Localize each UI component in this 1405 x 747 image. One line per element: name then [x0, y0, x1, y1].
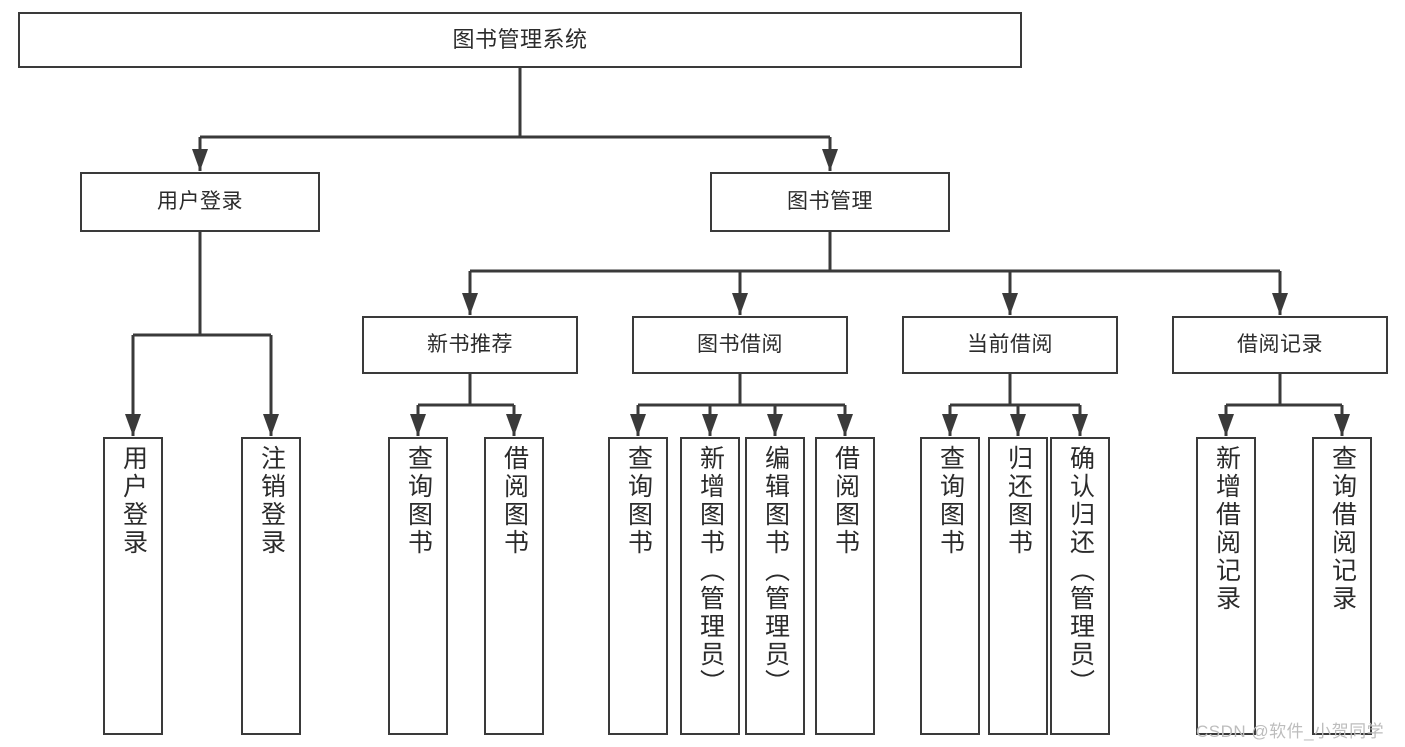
node-leaf-query-book-1[interactable]: 查询图书	[388, 437, 448, 735]
node-leaf-query-record[interactable]: 查询借阅记录	[1312, 437, 1372, 735]
node-label: 图书管理系统	[452, 27, 588, 53]
node-label: 新增图书（管理员）	[696, 445, 725, 697]
node-label: 查询借阅记录	[1328, 445, 1357, 613]
node-leaf-add-record[interactable]: 新增借阅记录	[1196, 437, 1256, 735]
node-label: 查询图书	[936, 445, 965, 557]
node-current-borrow[interactable]: 当前借阅	[902, 316, 1118, 374]
node-leaf-query-book-3[interactable]: 查询图书	[920, 437, 980, 735]
node-label: 当前借阅	[967, 332, 1053, 356]
node-leaf-query-book-2[interactable]: 查询图书	[608, 437, 668, 735]
node-leaf-borrow-book-1[interactable]: 借阅图书	[484, 437, 544, 735]
node-borrow-record[interactable]: 借阅记录	[1172, 316, 1388, 374]
node-label: 查询图书	[404, 445, 433, 557]
node-leaf-return-book[interactable]: 归还图书	[988, 437, 1048, 735]
node-label: 借阅图书	[831, 445, 860, 557]
node-new-book-recommend[interactable]: 新书推荐	[362, 316, 578, 374]
node-label: 图书管理	[787, 189, 873, 213]
node-label: 归还图书	[1004, 445, 1033, 557]
node-label: 借阅记录	[1237, 332, 1323, 356]
node-label: 查询图书	[624, 445, 653, 557]
node-label: 图书借阅	[697, 332, 783, 356]
node-label: 确认归还（管理员）	[1066, 445, 1095, 697]
node-book-borrow[interactable]: 图书借阅	[632, 316, 848, 374]
node-leaf-user-login[interactable]: 用户登录	[103, 437, 163, 735]
node-book-manage[interactable]: 图书管理	[710, 172, 950, 232]
node-label: 用户登录	[119, 445, 148, 557]
node-label: 用户登录	[157, 189, 243, 213]
node-leaf-edit-book[interactable]: 编辑图书（管理员）	[745, 437, 805, 735]
node-user-login[interactable]: 用户登录	[80, 172, 320, 232]
node-label: 注销登录	[257, 445, 286, 557]
node-leaf-logout[interactable]: 注销登录	[241, 437, 301, 735]
node-label: 编辑图书（管理员）	[761, 445, 790, 697]
node-label: 借阅图书	[500, 445, 529, 557]
node-label: 新增借阅记录	[1212, 445, 1241, 613]
node-leaf-confirm-return[interactable]: 确认归还（管理员）	[1050, 437, 1110, 735]
node-leaf-borrow-book-2[interactable]: 借阅图书	[815, 437, 875, 735]
node-leaf-add-book[interactable]: 新增图书（管理员）	[680, 437, 740, 735]
node-label: 新书推荐	[427, 332, 513, 356]
watermark-label: CSDN @软件_小贺同学	[1196, 722, 1385, 741]
node-root[interactable]: 图书管理系统	[18, 12, 1022, 68]
